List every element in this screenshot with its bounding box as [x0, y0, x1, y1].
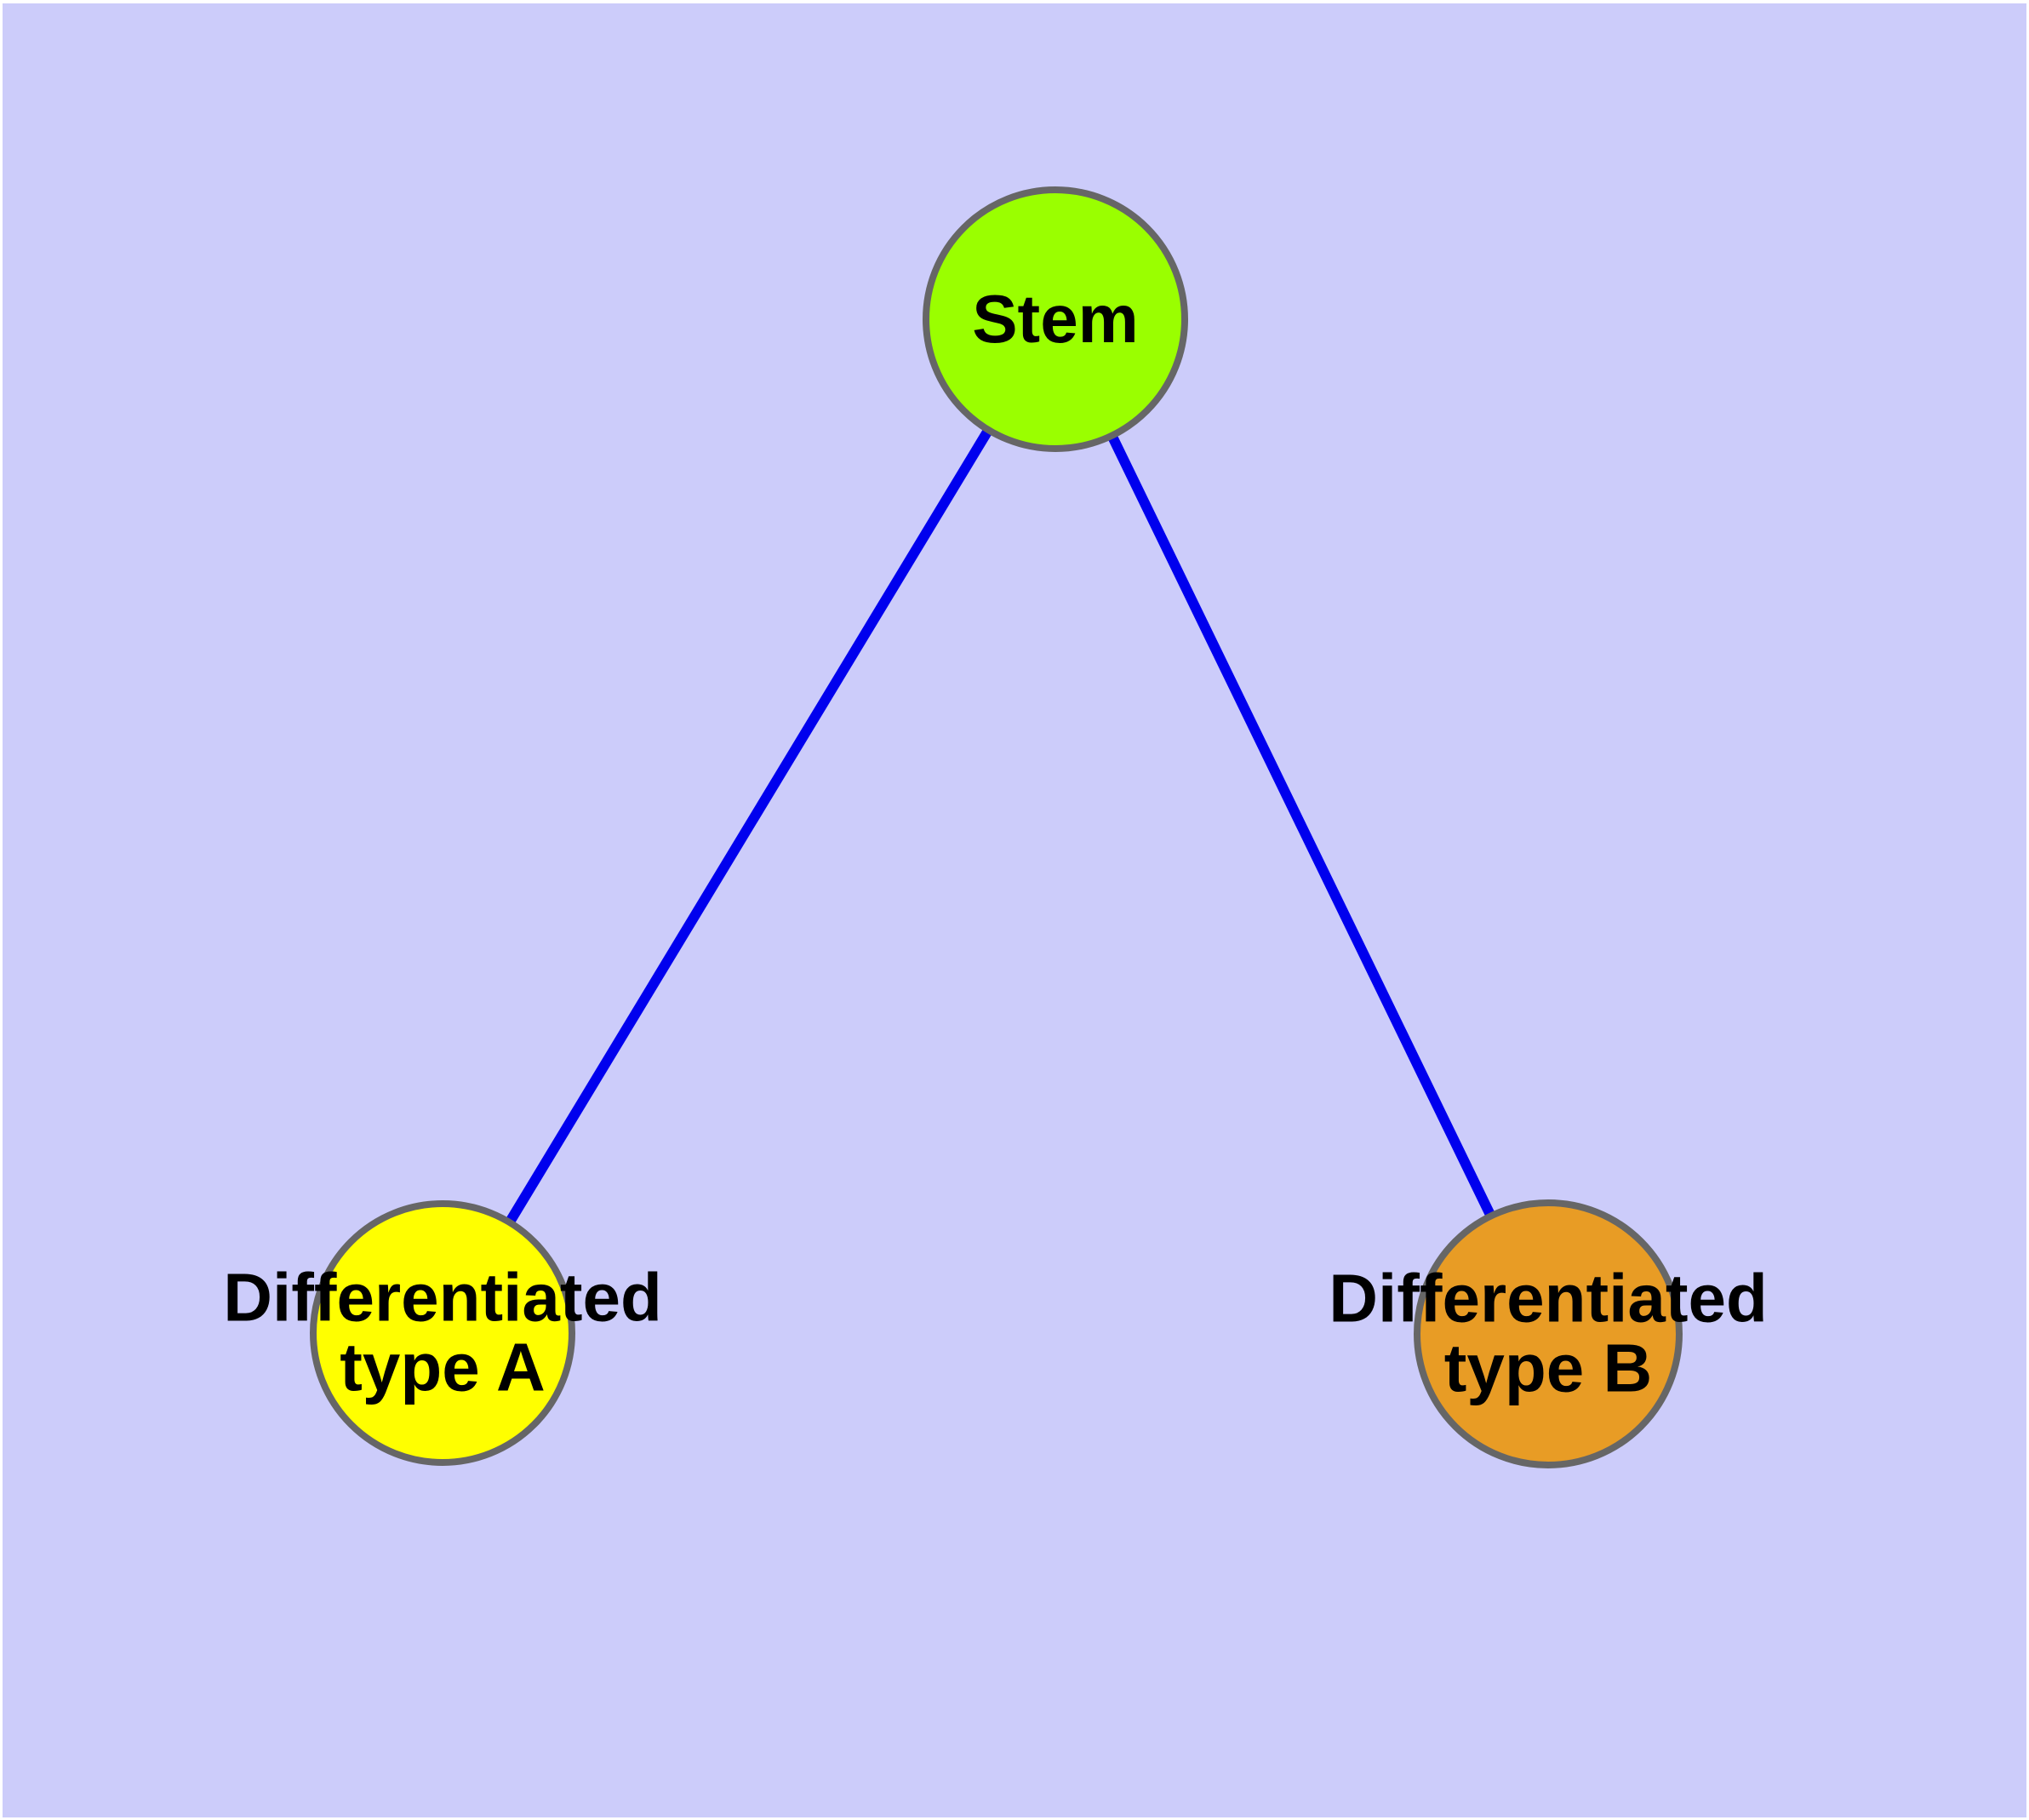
- graph-node-diff_a[interactable]: [310, 1200, 575, 1466]
- graph-node-diff_b[interactable]: [1414, 1199, 1683, 1468]
- nodes-layer: [310, 186, 1683, 1468]
- graph-node-stem[interactable]: [923, 186, 1188, 452]
- graph-edge-stem-diff_a: [504, 426, 994, 1227]
- edges-layer: [504, 426, 1496, 1227]
- graph-edge-stem-diff_b: [1106, 432, 1496, 1220]
